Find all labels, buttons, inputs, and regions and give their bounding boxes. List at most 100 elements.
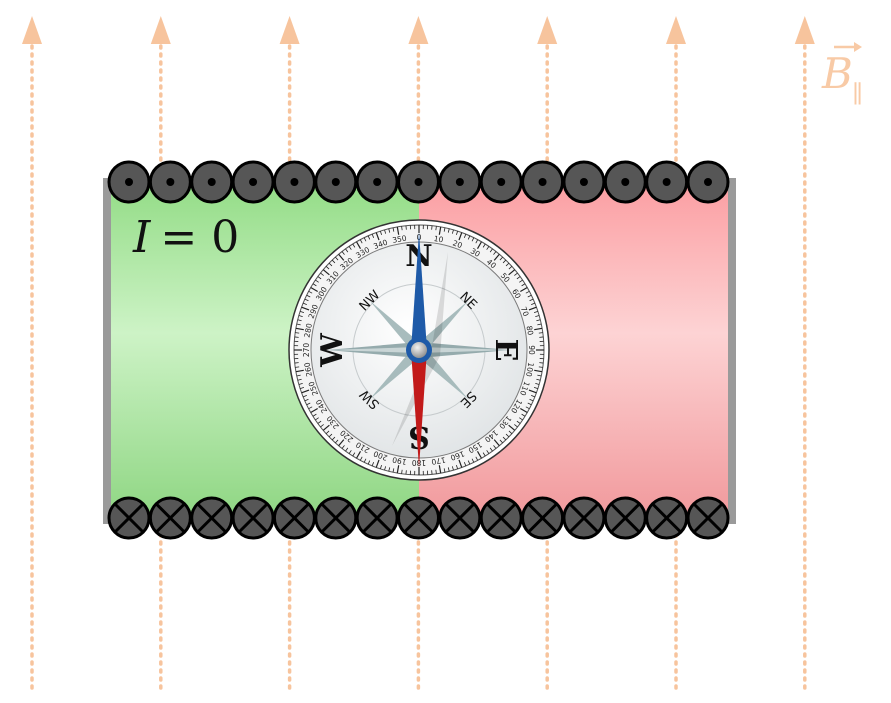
left-end-cap bbox=[103, 178, 111, 524]
scale-tick bbox=[296, 374, 301, 377]
scale-tick bbox=[519, 417, 523, 421]
degree-label: 270 bbox=[302, 343, 311, 358]
current-into-page-icon bbox=[645, 496, 689, 540]
scale-tick bbox=[301, 306, 310, 311]
scale-tick bbox=[375, 459, 380, 468]
current-into-page-icon bbox=[521, 496, 565, 540]
scale-tick bbox=[505, 433, 510, 438]
scale-tick bbox=[348, 246, 352, 250]
scale-tick bbox=[538, 366, 543, 368]
scale-tick bbox=[493, 251, 497, 255]
scale-tick bbox=[502, 436, 507, 441]
scale-tick bbox=[328, 433, 333, 438]
scale-tick bbox=[312, 283, 317, 287]
scale-tick bbox=[516, 420, 521, 424]
arrowhead-icon bbox=[794, 16, 815, 44]
scale-tick bbox=[312, 413, 317, 417]
current-out-of-page-icon bbox=[479, 160, 523, 204]
scale-tick bbox=[401, 469, 403, 474]
current-out-of-page-icon bbox=[148, 160, 192, 204]
degree-label: 80 bbox=[525, 325, 536, 336]
scale-tick bbox=[535, 382, 540, 385]
scale-tick bbox=[304, 298, 309, 302]
scale-tick bbox=[467, 235, 471, 240]
scale-tick bbox=[516, 276, 521, 280]
scale-tick bbox=[534, 369, 543, 373]
scale-tick bbox=[363, 458, 367, 463]
scale-tick bbox=[306, 402, 311, 406]
scale-tick bbox=[325, 430, 330, 434]
scale-tick bbox=[514, 424, 518, 428]
scale-tick bbox=[463, 233, 467, 238]
scale-tick bbox=[435, 226, 437, 231]
scale-tick bbox=[499, 439, 503, 444]
scale-tick bbox=[325, 266, 330, 270]
needle-shadow bbox=[392, 252, 448, 446]
current-into-page-icon bbox=[231, 496, 275, 540]
compass-label-w: W bbox=[315, 332, 350, 368]
scale-tick bbox=[505, 262, 510, 267]
scale-tick bbox=[443, 227, 446, 232]
scale-tick bbox=[367, 235, 371, 240]
scale-tick bbox=[363, 237, 367, 242]
scale-tick bbox=[529, 398, 534, 402]
degree-label: 170 bbox=[430, 455, 446, 466]
scale-tick bbox=[463, 462, 467, 467]
compass-label-e: E bbox=[488, 339, 523, 362]
scale-tick bbox=[310, 286, 318, 293]
scale-tick bbox=[489, 248, 493, 253]
scale-tick bbox=[388, 467, 391, 472]
scale-tick bbox=[476, 241, 483, 249]
current-into-page-icon bbox=[479, 496, 523, 540]
compass-degree-labels: 0102030405060708090100110120130140150160… bbox=[302, 233, 536, 467]
scale-tick bbox=[482, 452, 486, 457]
scale-tick bbox=[315, 279, 319, 283]
scale-tick bbox=[298, 315, 303, 318]
scale-tick bbox=[482, 243, 486, 248]
current-out-of-page-icon bbox=[231, 160, 275, 204]
scale-tick bbox=[438, 226, 442, 235]
compass-scale bbox=[294, 225, 544, 475]
scale-tick bbox=[533, 310, 539, 313]
scale-tick bbox=[471, 458, 475, 463]
needle-north-half bbox=[411, 232, 427, 350]
scale-tick bbox=[508, 269, 516, 276]
field-line bbox=[279, 16, 300, 690]
scale-tick bbox=[317, 276, 322, 280]
scale-tick bbox=[475, 239, 479, 244]
current-out-of-page-icon bbox=[190, 160, 234, 204]
degree-label: 70 bbox=[519, 305, 531, 317]
scale-tick bbox=[538, 332, 543, 334]
scale-tick bbox=[493, 253, 500, 261]
scale-tick bbox=[352, 452, 356, 457]
scale-tick bbox=[359, 239, 363, 244]
arrowhead-icon bbox=[150, 16, 171, 44]
scale-tick bbox=[508, 424, 516, 431]
current-into-page-icon bbox=[603, 496, 647, 540]
scale-tick bbox=[359, 456, 363, 461]
scale-tick bbox=[451, 466, 454, 471]
scale-tick bbox=[320, 424, 324, 428]
scale-tick bbox=[525, 406, 530, 410]
scale-tick bbox=[308, 290, 313, 294]
compass: 0102030405060708090100110120130140150160… bbox=[288, 219, 550, 481]
scale-tick bbox=[341, 445, 345, 449]
coil-top-row bbox=[107, 160, 730, 204]
scale-tick bbox=[396, 465, 400, 474]
arrowhead-icon bbox=[666, 16, 686, 44]
scale-tick bbox=[443, 468, 446, 473]
field-line bbox=[22, 16, 42, 690]
current-label: I= 0 bbox=[132, 212, 239, 263]
scale-tick bbox=[486, 246, 490, 250]
scale-tick bbox=[534, 327, 543, 331]
scale-tick bbox=[331, 259, 336, 264]
arrowhead-icon bbox=[279, 16, 300, 44]
scale-tick bbox=[531, 302, 536, 306]
scale-tick bbox=[335, 439, 339, 444]
current-into-page-icon bbox=[314, 496, 358, 540]
scale-tick bbox=[521, 283, 526, 287]
current-into-page-icon bbox=[686, 496, 730, 540]
field-line bbox=[794, 16, 815, 690]
scale-tick bbox=[338, 253, 345, 261]
scale-tick bbox=[476, 451, 483, 459]
